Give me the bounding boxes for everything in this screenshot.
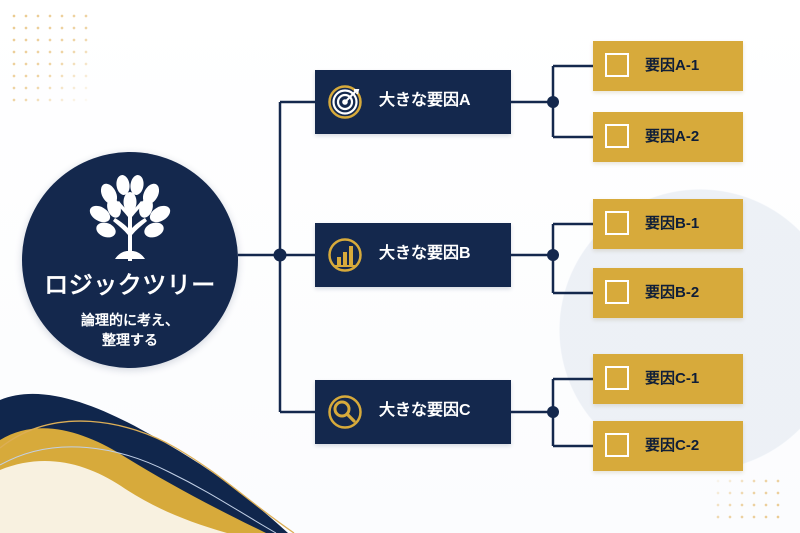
bar-chart-icon — [328, 238, 362, 272]
branch-label-b: 大きな要因B — [379, 245, 471, 262]
branch-a-hub-node — [547, 96, 559, 108]
branch-node-c: 大きな要因C — [315, 380, 511, 444]
root-title: ロジックツリー — [44, 272, 216, 299]
leaf-label-b2: 要因B-2 — [645, 284, 700, 301]
leaf-label-c2: 要因C-2 — [645, 437, 700, 454]
target-icon — [328, 85, 362, 119]
leaf-node-c1: 要因C-1 — [593, 354, 743, 404]
magnifier-icon — [328, 395, 362, 429]
branch-c-hub-node — [547, 406, 559, 418]
leaf-label-a1: 要因A-1 — [645, 57, 700, 74]
checkbox-c2[interactable] — [605, 433, 629, 457]
root-subtitle: 論理的に考え、 整理する — [81, 312, 179, 348]
leaf-node-a1: 要因A-1 — [593, 41, 743, 91]
branch-label-a: 大きな要因A — [379, 92, 471, 109]
leaf-node-b2: 要因B-2 — [593, 268, 743, 318]
leaf-node-b1: 要因B-1 — [593, 199, 743, 249]
branch-label-c: 大きな要因C — [379, 402, 471, 419]
checkbox-a2[interactable] — [605, 124, 629, 148]
root-node: ロジックツリー 論理的に考え、 整理する — [22, 152, 238, 368]
checkbox-c1[interactable] — [605, 366, 629, 390]
tree-icon — [89, 175, 171, 261]
root-hub-node — [273, 248, 287, 262]
decorative-dot-pattern-top-left — [8, 10, 88, 110]
leaf-label-b1: 要因B-1 — [645, 215, 700, 232]
checkbox-b1[interactable] — [605, 211, 629, 235]
leaf-node-a2: 要因A-2 — [593, 112, 743, 162]
checkbox-b2[interactable] — [605, 280, 629, 304]
leaf-label-c1: 要因C-1 — [645, 370, 700, 387]
branch-node-a: 大きな要因A — [315, 70, 511, 134]
leaf-label-a2: 要因A-2 — [645, 128, 700, 145]
leaf-node-c2: 要因C-2 — [593, 421, 743, 471]
branch-b-hub-node — [547, 249, 559, 261]
checkbox-a1[interactable] — [605, 53, 629, 77]
decorative-dot-pattern-bottom-right — [712, 475, 788, 523]
branch-node-b: 大きな要因B — [315, 223, 511, 287]
